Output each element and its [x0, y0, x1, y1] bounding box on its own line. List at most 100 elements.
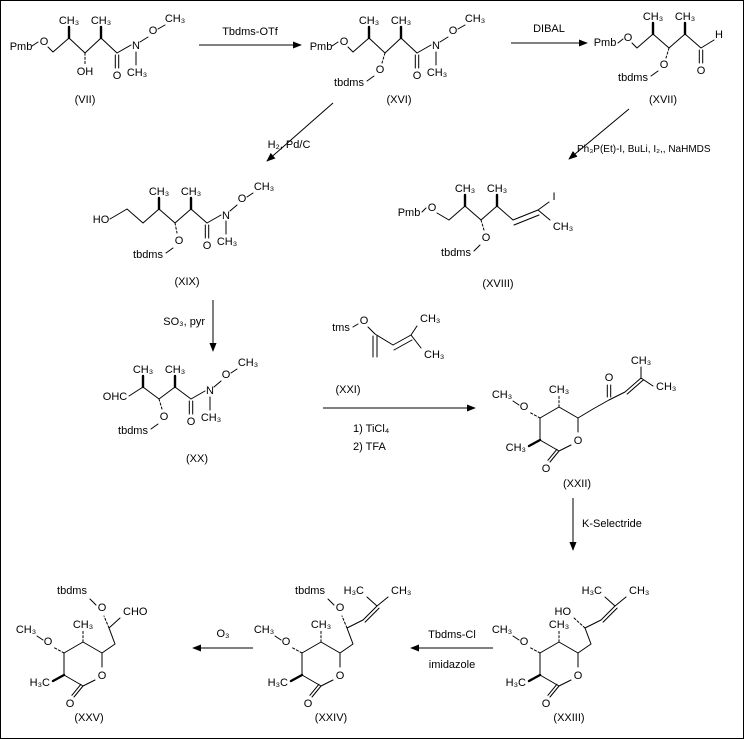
atom-ch3: CH₃: [311, 619, 331, 631]
compound-label-xx: (XX): [186, 453, 208, 465]
atom-ch3: CH₃: [549, 619, 569, 631]
compound-label-xvi: (XVI): [386, 94, 411, 106]
atom-ch3: CH₃: [455, 183, 475, 195]
bonds: [512, 596, 627, 698]
atom-o-ch3: CH₃: [492, 624, 512, 636]
wedge-bonds: [51, 673, 66, 683]
atom-ch3: CH₃: [631, 355, 651, 367]
hash-bonds: [480, 219, 485, 231]
atom-pmb: Pmb: [594, 37, 617, 49]
atom-pmb: Pmb: [398, 207, 421, 219]
atom-ch3: CH₃: [73, 619, 93, 631]
atom-ohc: OHC: [103, 391, 128, 403]
atom-o-ch3: CH₃: [254, 181, 274, 193]
hash-bonds: [528, 617, 586, 654]
atom-tbdms: tbdms: [133, 249, 163, 261]
atom-n-ch3: CH₃: [427, 67, 447, 79]
atom-cho: CHO: [123, 606, 148, 618]
compound-label-xxii: (XXII): [563, 478, 591, 490]
atom-pmb: Pmb: [310, 41, 333, 53]
atom-ch3: CH₃: [149, 186, 169, 198]
atom-ch3: CH₃: [656, 381, 676, 393]
atom-aldehyde-o: O: [697, 65, 706, 77]
atom-ho: HO: [93, 214, 110, 226]
atom-o: O: [175, 235, 184, 247]
atom-ch3: CH₃: [643, 11, 663, 23]
atom-ch3: CH₃: [553, 221, 573, 233]
atom-o: O: [282, 636, 291, 648]
wedge-bonds: [141, 374, 177, 389]
hash-bonds: [528, 395, 560, 419]
hash-bonds: [665, 47, 670, 59]
bonds: [331, 24, 466, 82]
compound-label-xxi: (XXI): [335, 384, 360, 396]
wedge-bonds: [367, 25, 403, 40]
atom-n: N: [206, 385, 214, 397]
atom-ketone-o: O: [605, 372, 614, 384]
atom-o-ch3: CH₃: [465, 13, 485, 25]
atom-n: N: [432, 40, 440, 52]
reagent-h2-pdc: H₂, Pd/C: [268, 139, 311, 151]
atom-o-ch3: CH₃: [165, 13, 185, 25]
atom-ch3: CH₃: [133, 364, 153, 376]
bonds: [36, 598, 121, 698]
atom-lactone-o: O: [542, 698, 551, 710]
atom-o-ch3: CH₃: [16, 624, 36, 636]
atom-ch3: CH₃: [165, 364, 185, 376]
atom-carbonyl-o: O: [413, 70, 422, 82]
compound-xvii: Pmb O CH₃ CH₃ O tbdms O H (XVII): [594, 11, 723, 106]
atom-ch3: H₃C: [582, 585, 602, 597]
atom-o: O: [482, 232, 491, 244]
compound-xxiv: tbdms O CH₃ O CH₃ H₃C O O H₃C CH₃ (XXIV): [254, 585, 412, 724]
atom-ch3: CH₃: [629, 585, 649, 597]
atom-lactone-o: O: [304, 698, 313, 710]
atom-ho: HO: [555, 606, 572, 618]
reagent-dibal: DIBAL: [533, 23, 565, 35]
atom-aldehyde-h: H: [715, 29, 723, 41]
reagent-tbdms-cl: Tbdms-Cl: [428, 629, 476, 641]
hash-bonds: [52, 615, 110, 654]
atom-o: O: [660, 59, 669, 71]
atom-o: O: [428, 202, 437, 214]
compound-xvi: Pmb O CH₃ CH₃ O tbdms O N CH₃ O CH₃ (XVI…: [310, 13, 486, 106]
atom-tbdms: tbdms: [618, 72, 648, 84]
atom-o: O: [520, 401, 529, 413]
compound-xxi: tms O CH₃ CH₃ (XXI): [332, 313, 444, 396]
atom-ch3: CH₃: [59, 15, 79, 27]
atom-ch3: H₃C: [344, 585, 364, 597]
atom-oh: OH: [77, 66, 94, 78]
compound-vii: Pmb O CH₃ OH CH₃ O N CH₃ O CH₃ (VII): [10, 13, 186, 106]
wedge-bonds: [289, 673, 304, 683]
compound-xix: HO CH₃ CH₃ O tbdms O N CH₃ O CH₃ (XIX): [93, 181, 274, 288]
atom-carbonyl-o: O: [187, 416, 196, 428]
atom-o: O: [40, 36, 49, 48]
atom-ch3: H₃C: [506, 677, 526, 689]
atom-carbonyl-o: O: [203, 240, 212, 252]
wedge-bonds: [157, 196, 193, 211]
arrow-xvi-to-xix: [266, 102, 334, 162]
reagent-tfa: 2) TFA: [353, 441, 386, 453]
compound-label-xxiv: (XXIV): [315, 712, 347, 724]
atom-o: O: [340, 36, 349, 48]
bonds: [512, 366, 654, 463]
atom-o: O: [376, 64, 385, 76]
atom-o-ch3: CH₃: [238, 357, 258, 369]
reagent-wittig: Ph₃P(Et)-I, BuLi, I₂,, NaHMDS: [577, 144, 711, 155]
compound-label-vii: (VII): [75, 94, 96, 106]
arrow-xvii-to-xviii: [568, 108, 630, 160]
reagent-so3-pyr: SO₃, pyr: [163, 316, 205, 328]
atom-tbdms: tbdms: [441, 247, 471, 259]
atom-ch3: CH₃: [487, 183, 507, 195]
bonds: [109, 192, 254, 254]
atom-tbdms: tbdms: [295, 585, 325, 597]
atom-n: N: [222, 210, 230, 222]
atom-tbdms: tbdms: [118, 425, 148, 437]
compound-label-xvii: (XVII): [649, 94, 677, 106]
atom-ch3: H₃C: [30, 677, 50, 689]
wedge-bonds: [651, 21, 687, 36]
atom-o: O: [44, 636, 53, 648]
atom-n-ch3: CH₃: [217, 236, 237, 248]
atom-ch3: CH₃: [91, 15, 111, 27]
atom-o: O: [238, 193, 247, 205]
bonds: [31, 24, 166, 69]
